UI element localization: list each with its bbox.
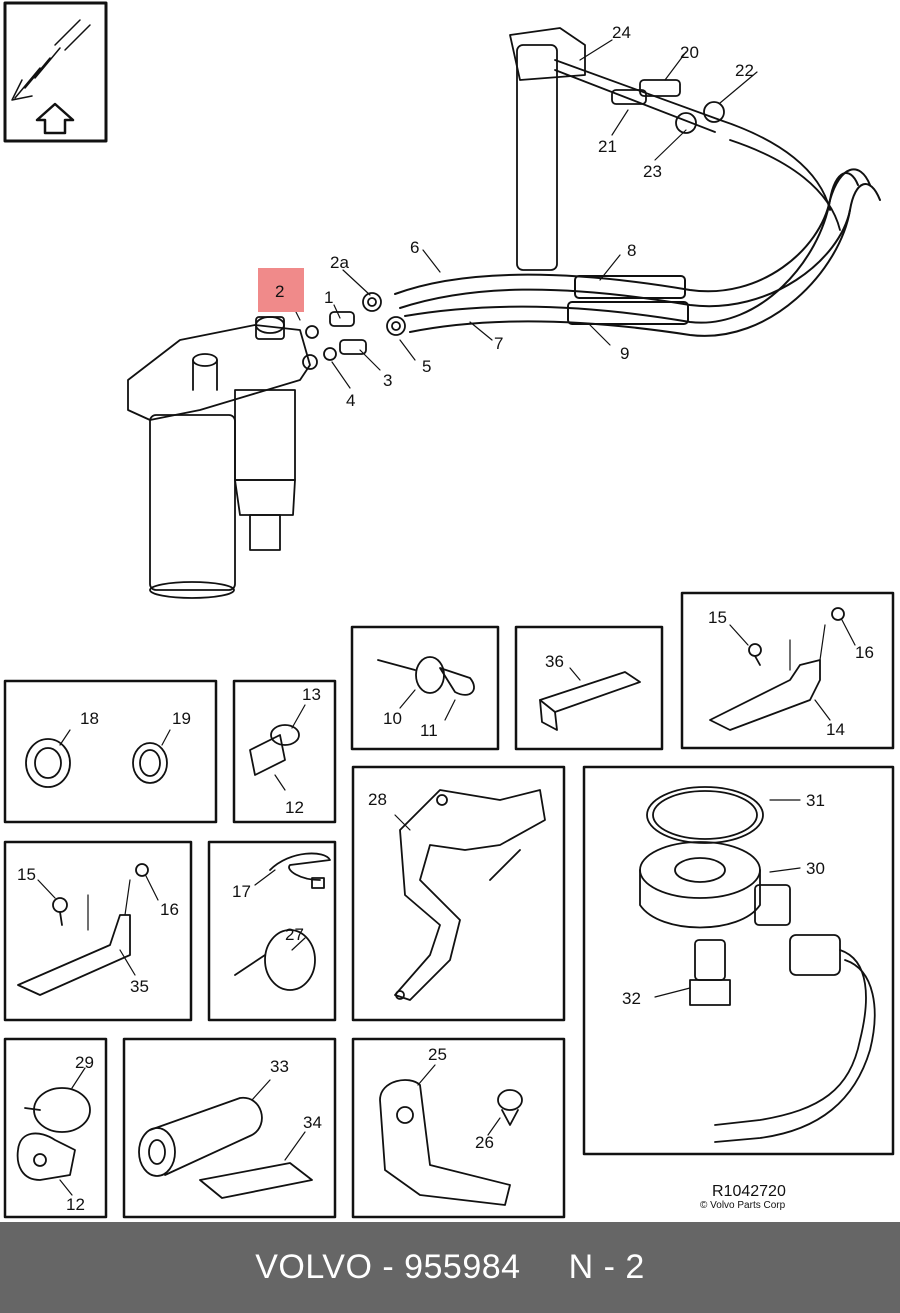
bracket-25-art — [379, 1064, 523, 1206]
box-sleeve-36 — [514, 625, 664, 751]
fuel-pipe-assembly — [509, 27, 841, 271]
part-footer-bar: VOLVO - 955984 N - 2 — [0, 1222, 900, 1313]
callout-15-bottom: 15 — [17, 865, 36, 884]
callout-23: 23 — [643, 162, 662, 181]
box-bracket-35 — [3, 840, 193, 1022]
callout-19: 19 — [172, 709, 191, 728]
callout-1: 1 — [324, 288, 333, 307]
callout-15-top: 15 — [708, 608, 727, 627]
copyright-text: © Volvo Parts Corp — [700, 1200, 786, 1211]
sleeve-36-art — [539, 667, 641, 731]
callout-14: 14 — [826, 720, 845, 739]
box-sensor-10-11 — [350, 625, 500, 751]
rings-art — [25, 729, 171, 788]
diagram-position-label: N - 2 — [568, 1248, 645, 1286]
fuel-hoses — [394, 168, 881, 337]
bracket-29-art — [16, 1067, 91, 1196]
box-bracket-28 — [351, 765, 566, 1022]
callout-21: 21 — [598, 137, 617, 156]
callout-27: 27 — [285, 925, 304, 944]
callout-18: 18 — [80, 709, 99, 728]
fuel-filter-assembly — [127, 316, 318, 599]
callout-26: 26 — [475, 1133, 494, 1152]
callout-2a: 2a — [330, 253, 349, 272]
box-clamp-13 — [232, 679, 337, 824]
callout-32: 32 — [622, 989, 641, 1008]
bracket-14-art — [709, 607, 856, 731]
callout-13: 13 — [302, 685, 321, 704]
bracket-28-art — [394, 789, 546, 1001]
reference-code: R1042720 — [712, 1183, 786, 1200]
box-rings — [3, 679, 218, 824]
callouts-boxes: 18 19 13 12 10 11 36 15 16 14 15 16 35 1… — [17, 608, 874, 1214]
callout-35: 35 — [130, 977, 149, 996]
box-hose-33-34 — [122, 1037, 337, 1219]
callout-5: 5 — [422, 357, 431, 376]
connector-parts — [305, 292, 406, 361]
callout-33: 33 — [270, 1057, 289, 1076]
callout-2: 2 — [275, 282, 284, 301]
bracket-35-art — [17, 863, 159, 996]
box-bracket-14 — [680, 591, 895, 750]
parts-diagram: 24 20 22 21 23 2a 6 8 2 1 7 9 3 5 4 18 1… — [3, 1, 895, 1219]
callout-30: 30 — [806, 859, 825, 878]
callout-24: 24 — [612, 23, 631, 42]
leader-lines — [289, 39, 758, 389]
callout-16-top: 16 — [855, 643, 874, 662]
box-bracket-29 — [3, 1037, 108, 1219]
callout-28: 28 — [368, 790, 387, 809]
box-ties-17-27 — [207, 840, 337, 1022]
callout-3: 3 — [383, 371, 392, 390]
box-sensor-30 — [582, 765, 895, 1156]
callout-12-lower: 12 — [66, 1195, 85, 1214]
callout-31: 31 — [806, 791, 825, 810]
box-bracket-25 — [351, 1037, 566, 1219]
callouts-main: 24 20 22 21 23 2a 6 8 2 1 7 9 3 5 4 — [275, 23, 754, 410]
clamp-13-art — [249, 704, 306, 791]
callout-11: 11 — [420, 721, 438, 740]
callout-22: 22 — [735, 61, 754, 80]
sensor-10-11-art — [377, 656, 475, 721]
callout-6: 6 — [410, 238, 419, 257]
callout-7: 7 — [494, 334, 503, 353]
highlighted-callout-marker — [258, 268, 304, 312]
callout-25: 25 — [428, 1045, 447, 1064]
hose-33-34-art — [138, 1079, 313, 1199]
callout-36: 36 — [545, 652, 564, 671]
callout-16-bottom: 16 — [160, 900, 179, 919]
callout-20: 20 — [680, 43, 699, 62]
ties-17-27-art — [234, 852, 331, 991]
callout-9: 9 — [620, 344, 629, 363]
callout-12: 12 — [285, 798, 304, 817]
callout-10: 10 — [383, 709, 402, 728]
callout-34: 34 — [303, 1113, 322, 1132]
orientation-arrow-icon — [3, 1, 108, 143]
part-number-label: VOLVO - 955984 — [255, 1248, 521, 1286]
callout-29: 29 — [75, 1053, 94, 1072]
callout-8: 8 — [627, 241, 636, 260]
sensor-30-art — [639, 786, 876, 1143]
callout-4: 4 — [346, 391, 355, 410]
callout-17: 17 — [232, 882, 251, 901]
